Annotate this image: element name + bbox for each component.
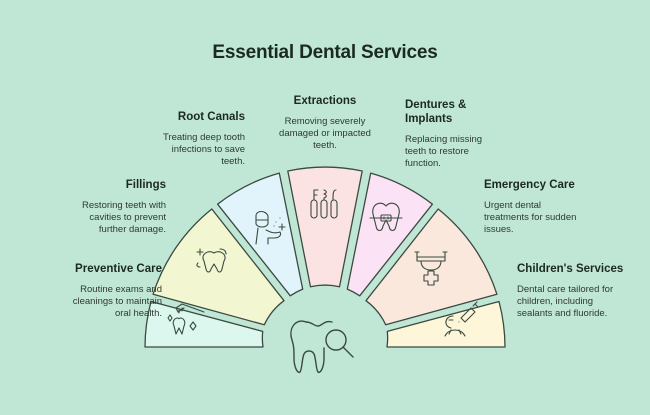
- toothbrush-sparkle-icon: [167, 303, 205, 335]
- label-dentures-implants: Dentures & Implants Replacing missing te…: [405, 98, 535, 170]
- service-title: Extractions: [293, 95, 357, 107]
- service-title: Fillings: [125, 179, 166, 191]
- label-preventive-care: Preventive Care Routine exams and cleani…: [12, 262, 162, 320]
- service-title: Preventive Care: [75, 263, 162, 275]
- label-fillings: Fillings Restoring teeth with cavities t…: [16, 178, 166, 236]
- service-description: Replacing missing teeth to restore funct…: [405, 134, 483, 169]
- page-title: Essential Dental Services: [212, 42, 438, 63]
- tooth-magnifier-icon: [290, 320, 354, 374]
- segment-root-canals: [216, 172, 304, 297]
- label-emergency-care: Emergency Care Urgent dental treatments …: [484, 178, 634, 236]
- tooth-filling-icon: [196, 248, 227, 273]
- label-childrens-services: Children's Services Dental care tailored…: [517, 262, 647, 320]
- child-syringe-icon: [444, 301, 479, 337]
- service-description: Urgent dental treatments for sudden issu…: [484, 200, 577, 235]
- segment-emergency: [365, 208, 498, 326]
- service-title: Root Canals: [177, 111, 245, 123]
- segment-dentures: [346, 172, 434, 297]
- service-title: Emergency Care: [484, 179, 575, 191]
- service-description: Dental care tailored for children, inclu…: [517, 284, 614, 319]
- dental-light-cross-icon: [414, 251, 448, 286]
- service-description: Restoring teeth with cavities to prevent…: [82, 200, 166, 235]
- dental-tools-icon: [310, 189, 338, 219]
- dentist-shield-icon: [255, 210, 286, 245]
- service-title: Children's Services: [517, 263, 624, 275]
- segment-fillings: [152, 208, 285, 326]
- label-extractions: Extractions Removing severely damaged or…: [265, 94, 385, 152]
- service-description: Removing severely damaged or impacted te…: [279, 116, 371, 151]
- segment-extractions: [287, 166, 363, 288]
- service-description: Treating deep tooth infections to save t…: [162, 132, 245, 167]
- tooth-braces-icon: [369, 202, 403, 232]
- segment-preventive-care: [144, 300, 264, 348]
- service-title: Dentures & Implants: [405, 99, 467, 125]
- service-description: Routine exams and cleanings to maintain …: [72, 284, 162, 319]
- label-root-canals: Root Canals Treating deep tooth infectio…: [95, 110, 245, 168]
